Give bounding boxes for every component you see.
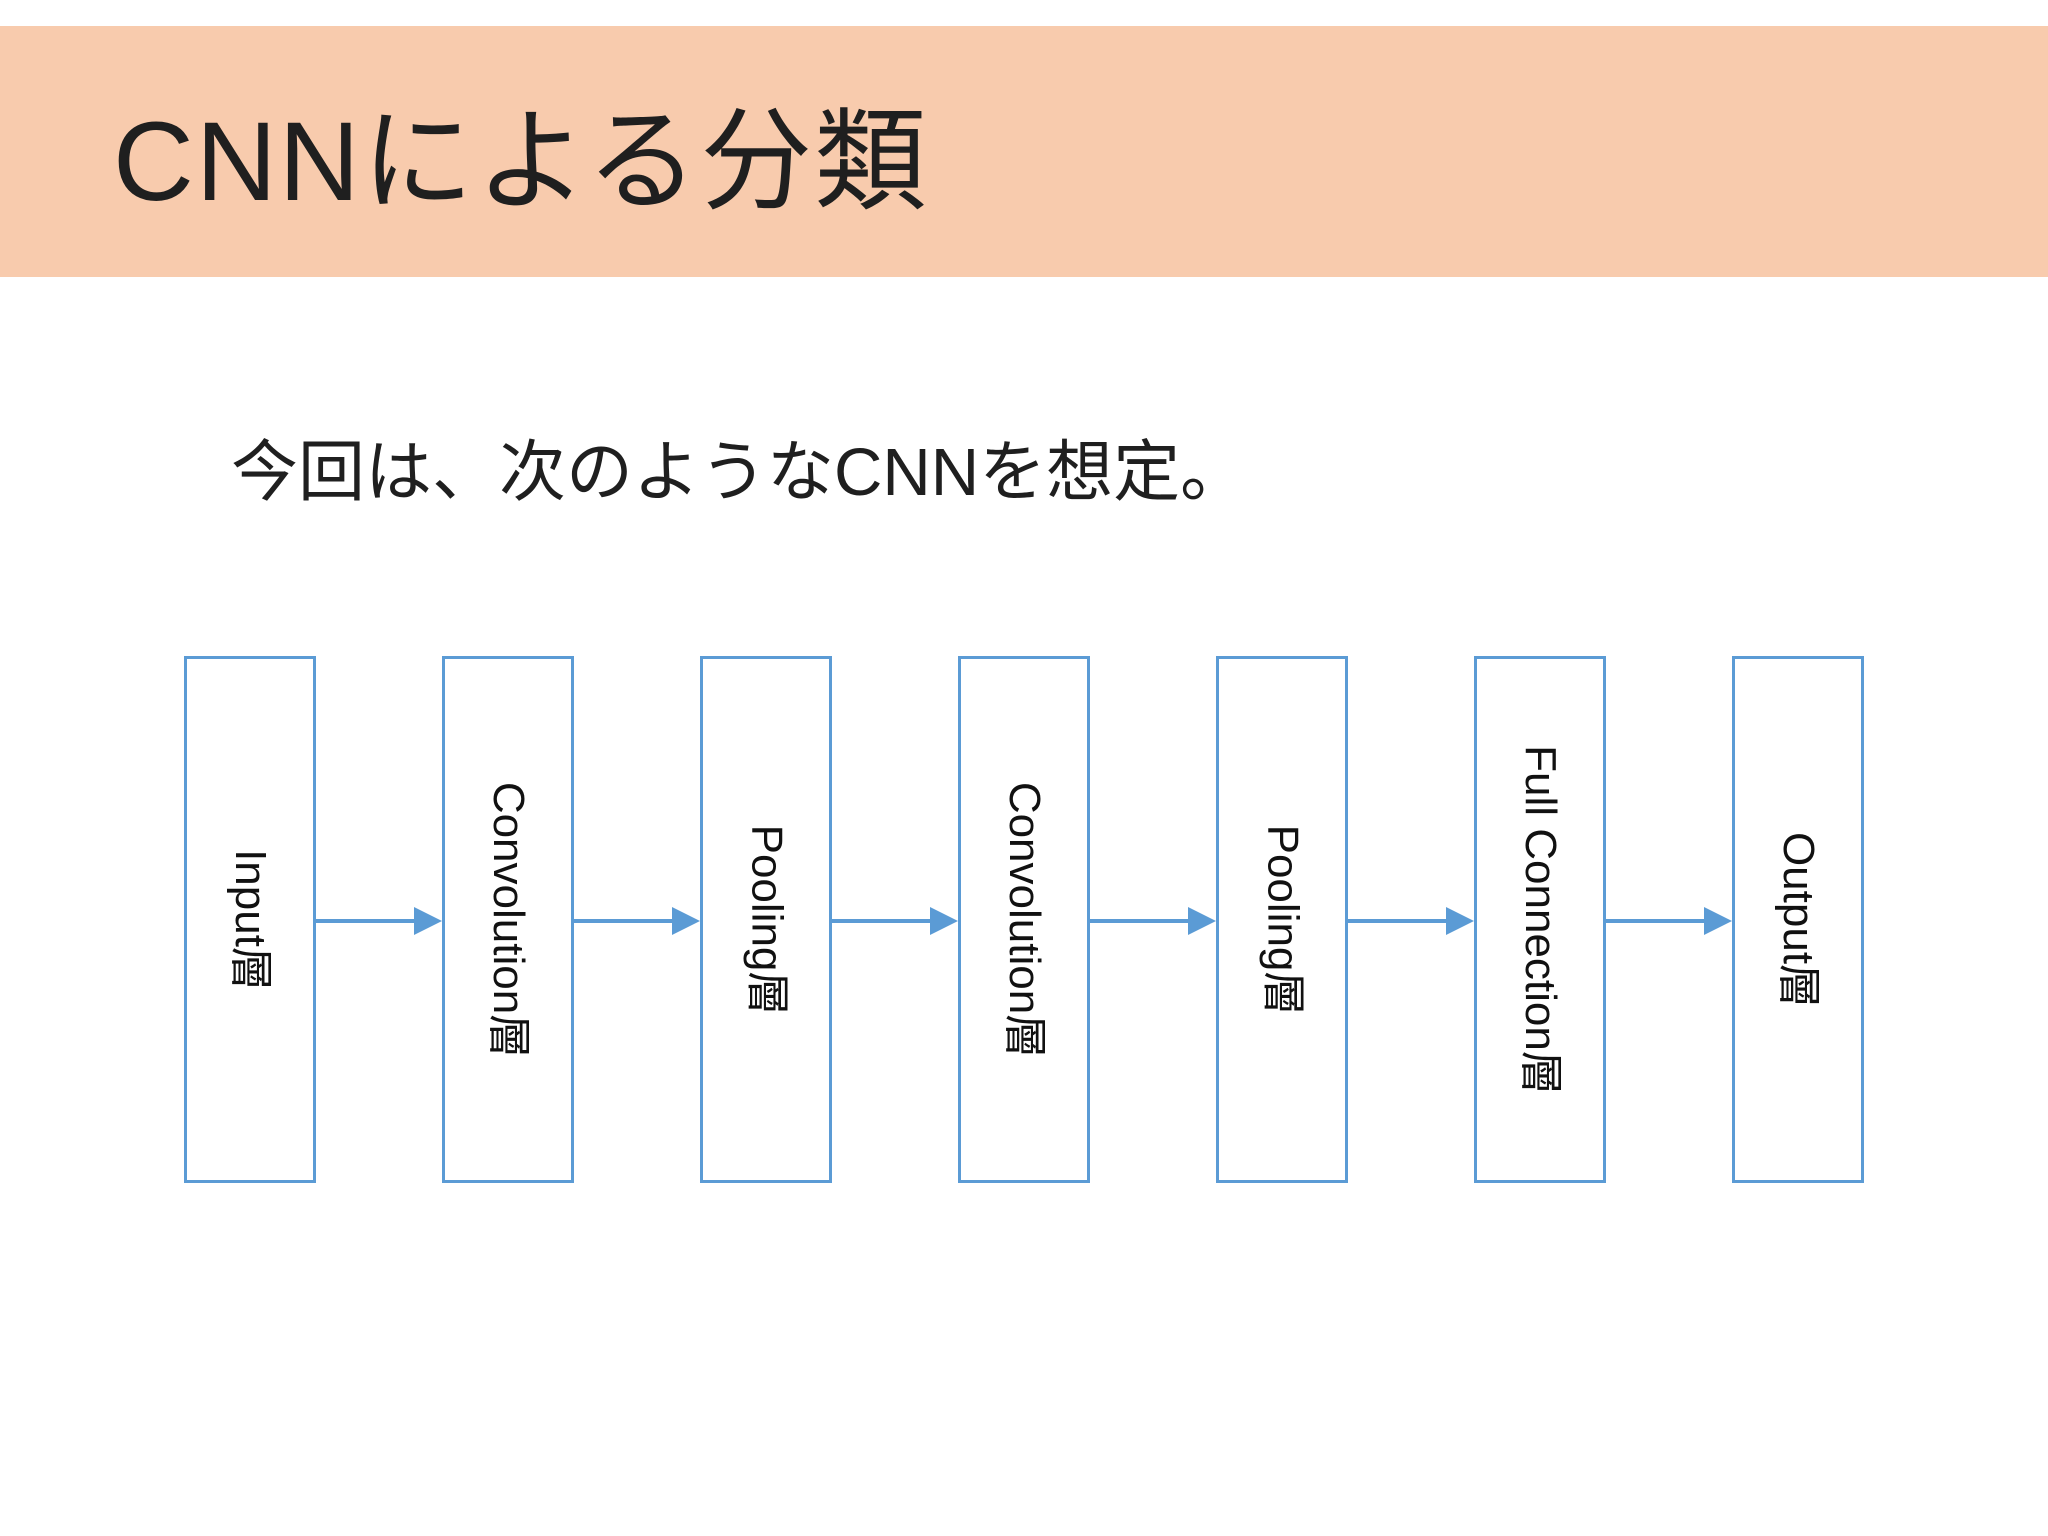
- flow-arrow-icon: [316, 907, 442, 935]
- body-text: 今回は、次のようなCNNを想定。: [231, 435, 1248, 510]
- arrow-shaft: [574, 919, 673, 923]
- flow-box-convolution-1-label: Convolution層: [484, 781, 533, 1058]
- page-title: CNNによる分類: [113, 98, 929, 224]
- flow-arrow-icon: [1606, 907, 1732, 935]
- arrow-head-icon: [1446, 907, 1474, 935]
- flow-box-full-connection: Full Connection層: [1474, 656, 1606, 1183]
- flow-box-pooling-2: Pooling層: [1216, 656, 1348, 1183]
- arrow-shaft: [832, 919, 931, 923]
- arrow-head-icon: [1188, 907, 1216, 935]
- flow-box-output: Output層: [1732, 656, 1864, 1183]
- flow-arrow-icon: [1348, 907, 1474, 935]
- flow-box-pooling-2-label: Pooling層: [1258, 824, 1307, 1015]
- flow-box-full-connection-label: Full Connection層: [1516, 744, 1566, 1095]
- flow-box-output-label: Output層: [1774, 831, 1823, 1008]
- flow-arrow-icon: [574, 907, 700, 935]
- flow-box-convolution-2: Convolution層: [958, 656, 1090, 1183]
- arrow-shaft: [1606, 919, 1705, 923]
- arrow-head-icon: [930, 907, 958, 935]
- title-banner: CNNによる分類: [0, 26, 2048, 277]
- flow-box-convolution-2-label: Convolution層: [1000, 781, 1049, 1058]
- arrow-head-icon: [1704, 907, 1732, 935]
- flow-box-pooling-1-label: Pooling層: [742, 824, 791, 1015]
- arrow-shaft: [1090, 919, 1189, 923]
- flow-arrow-icon: [832, 907, 958, 935]
- arrow-head-icon: [414, 907, 442, 935]
- arrow-shaft: [1348, 919, 1447, 923]
- flow-box-input: Input層: [184, 656, 316, 1183]
- arrow-head-icon: [672, 907, 700, 935]
- flow-arrow-icon: [1090, 907, 1216, 935]
- arrow-shaft: [316, 919, 415, 923]
- flow-box-convolution-1: Convolution層: [442, 656, 574, 1183]
- flow-box-input-label: Input層: [226, 848, 275, 991]
- flow-box-pooling-1: Pooling層: [700, 656, 832, 1183]
